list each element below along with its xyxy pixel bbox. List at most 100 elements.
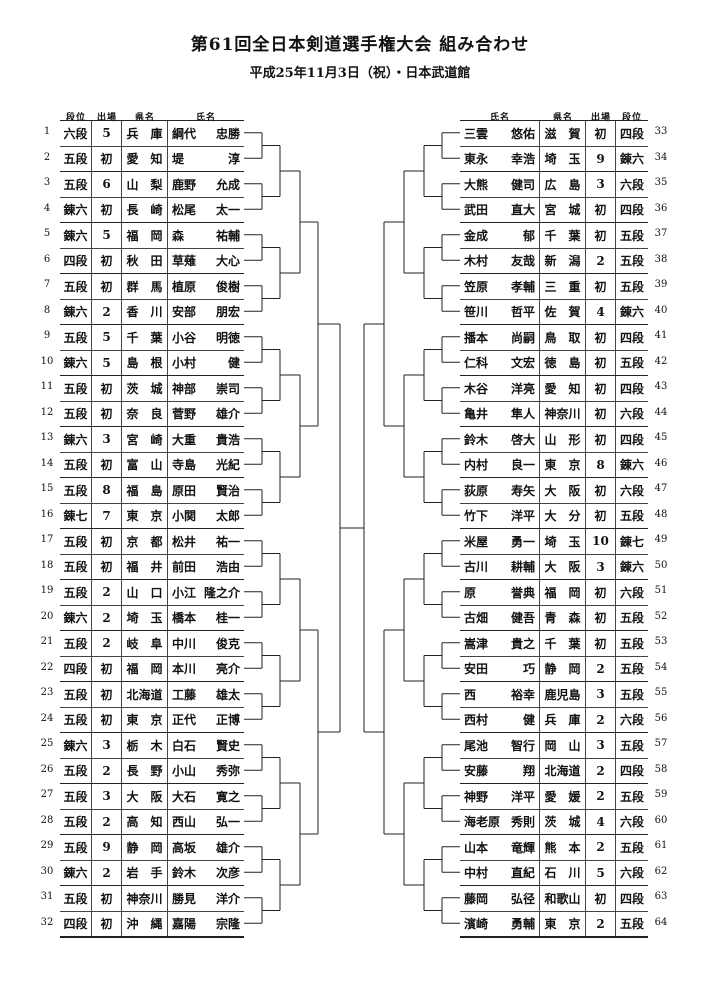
player-prefecture: 千 葉 — [122, 325, 168, 350]
seed-number: 32 — [40, 916, 54, 928]
seed-number: 61 — [654, 840, 668, 851]
player-prefecture: 和歌山 — [540, 886, 586, 911]
player-given-name: 正博 — [215, 713, 240, 728]
player-rank: 錬六 — [619, 152, 644, 167]
player-name: 山本竜輝 — [460, 835, 540, 860]
player-rank: 五段 — [60, 376, 92, 401]
player-rank: 五段 — [60, 554, 92, 579]
player-family-name: 植原 — [172, 279, 197, 294]
player-family-name: 古川 — [464, 560, 489, 575]
player-appearances: 2 — [92, 299, 122, 324]
seed-number: 40 — [654, 304, 668, 316]
player-name: 小谷明徳 — [168, 325, 244, 350]
player-name: 嘉陽宗隆 — [168, 912, 244, 937]
player-family-name: 正代 — [172, 713, 197, 728]
player-appearances: 初 — [586, 223, 616, 248]
player-given-name: 秀弥 — [215, 764, 240, 779]
player-prefecture: 埼 玉 — [540, 529, 586, 554]
player-given-name: 隼人 — [510, 407, 535, 422]
player-given-name: 淳 — [227, 152, 240, 167]
player-prefecture: 埼 玉 — [122, 605, 168, 630]
player-name: 小山 秀弥 — [168, 759, 244, 784]
player-name: 勝見洋介 — [168, 886, 244, 911]
player-appearances: 初 — [92, 401, 122, 426]
player-row: 五段初神奈川勝見洋介 — [60, 886, 244, 912]
player-row: 五段初群 馬植原俊樹 — [60, 274, 244, 300]
player-given-name: 直紀 — [510, 866, 535, 881]
player-rank: 五段 — [60, 886, 92, 911]
player-given-name: 俊樹 — [215, 279, 240, 294]
player-rank: 六段 — [619, 407, 644, 422]
player-prefecture: 愛 知 — [122, 146, 168, 171]
header-name: 氏名 — [195, 113, 216, 123]
player-row: 四段初福 岡本川亮介 — [60, 656, 244, 682]
player-given-name: 啓大 — [510, 432, 535, 447]
player-prefecture: 奈 良 — [122, 401, 168, 426]
player-prefecture: 千 葉 — [540, 223, 586, 248]
player-appearances: 初 — [92, 911, 122, 936]
player-family-name: 鈴木 — [172, 866, 197, 881]
player-row: 三雲悠佑滋 賀初四段 — [460, 121, 648, 147]
player-prefecture: 埼 玉 — [540, 146, 586, 171]
player-prefecture: 岡 山 — [540, 733, 586, 758]
player-name: 高坂雄介 — [168, 835, 244, 860]
player-rank: 五段 — [60, 146, 92, 171]
player-row: 四段初秋 田草薙大心 — [60, 248, 244, 274]
seed-number: 31 — [40, 891, 54, 902]
player-family-name: 小山 — [172, 764, 197, 779]
seed-number: 48 — [654, 508, 668, 520]
player-rank: 五段 — [60, 758, 92, 783]
player-appearances: 初 — [92, 248, 122, 273]
player-row: 五段初茨 城神部崇司 — [60, 376, 244, 402]
player-appearances: 3 — [586, 733, 616, 758]
player-rank: 五段 — [60, 529, 92, 554]
player-family-name: 亀井 — [464, 407, 489, 422]
player-family-name: 小江 — [172, 585, 197, 600]
player-appearances: 初 — [586, 580, 616, 605]
player-name: 原田賢治 — [168, 478, 244, 503]
player-rank: 錬六 — [619, 305, 644, 320]
player-family-name: 嵩津 — [464, 636, 489, 651]
player-rank: 六段 — [619, 585, 644, 600]
player-rank: 五段 — [60, 809, 92, 834]
player-rank: 四段 — [619, 764, 644, 779]
player-prefecture: 兵 庫 — [122, 121, 168, 146]
player-rank: 五段 — [619, 356, 644, 371]
player-given-name: 健司 — [510, 177, 535, 192]
player-rank: 四段 — [60, 656, 92, 681]
player-row: 鈴木啓大山 形初四段 — [460, 427, 648, 453]
player-name: 工藤雄太 — [168, 682, 244, 707]
player-given-name: 裕幸 — [510, 687, 535, 702]
seed-number: 5 — [43, 228, 51, 239]
player-given-name: 洋平 — [510, 509, 535, 524]
player-prefecture: 北海道 — [540, 758, 586, 783]
player-family-name: 内村 — [464, 458, 489, 473]
player-prefecture: 東 京 — [122, 707, 168, 732]
player-given-name: 友哉 — [510, 254, 535, 269]
player-family-name: 木谷 — [464, 381, 489, 396]
seed-number: 60 — [654, 814, 668, 826]
player-family-name: 木村 — [464, 254, 489, 269]
player-row: 五段初福 井前田浩由 — [60, 554, 244, 580]
player-prefecture: 岩 手 — [122, 860, 168, 885]
player-given-name: 賢治 — [215, 483, 240, 498]
seed-number: 63 — [654, 891, 668, 902]
player-name: 白石賢史 — [168, 733, 244, 758]
player-appearances: 8 — [92, 478, 122, 503]
player-rank: 五段 — [619, 738, 644, 753]
player-appearances: 初 — [92, 529, 122, 554]
player-given-name: 智行 — [510, 738, 535, 753]
player-given-name: 大心 — [215, 254, 240, 269]
player-rank: 錬六 — [60, 223, 92, 248]
player-name: 小関太郎 — [168, 504, 244, 529]
player-given-name: 次彦 — [215, 866, 240, 881]
